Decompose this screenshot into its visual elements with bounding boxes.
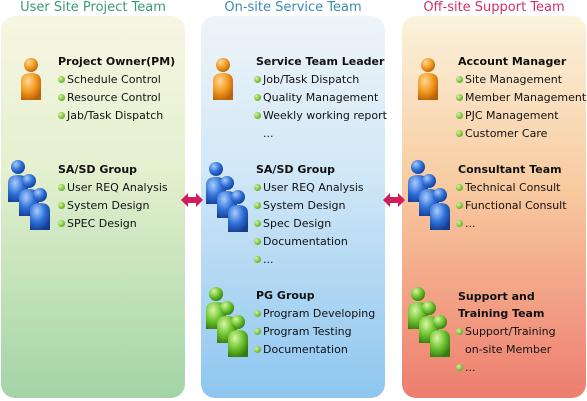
list-item: Job/Task Dispatch xyxy=(254,73,359,87)
bullet-icon xyxy=(254,346,261,353)
list-item: ... xyxy=(263,127,274,140)
bullet-icon xyxy=(58,184,65,191)
bullet-icon xyxy=(254,76,261,83)
list-item: Program Testing xyxy=(254,325,352,339)
list-item: Schedule Control xyxy=(58,73,161,87)
people-group-icon xyxy=(408,160,450,230)
bullet-icon xyxy=(254,238,261,245)
bullet-icon xyxy=(254,256,261,263)
people-group-icon xyxy=(206,287,248,357)
list-item: Quality Management xyxy=(254,91,378,105)
bullet-icon xyxy=(254,220,261,227)
double-arrow-icon xyxy=(181,193,203,207)
list-item: System Design xyxy=(254,199,346,213)
people-group-icon xyxy=(206,162,248,232)
bullet-icon xyxy=(58,76,65,83)
list-item: Functional Consult xyxy=(456,199,567,213)
list-item: Member Management xyxy=(456,91,586,105)
bullet-icon xyxy=(254,202,261,209)
list-item: Documentation xyxy=(254,343,348,357)
list-item: System Design xyxy=(58,199,150,213)
list-item: Documentation xyxy=(254,235,348,249)
list-item: Resource Control xyxy=(58,91,161,105)
bullet-icon xyxy=(58,112,65,119)
list-item: SPEC Design xyxy=(58,217,137,231)
list-item: PJC Management xyxy=(456,109,559,123)
bullet-icon xyxy=(456,184,463,191)
bullet-icon xyxy=(456,202,463,209)
group-title-account-manager: Account Manager xyxy=(458,55,567,68)
list-item: on-site Member xyxy=(465,343,552,356)
list-item: Technical Consult xyxy=(456,181,560,195)
group-title-consultant-team: Consultant Team xyxy=(458,163,562,176)
bullet-icon xyxy=(254,94,261,101)
group-title-pg-group: PG Group xyxy=(256,289,315,302)
column-title-onsite: On-site Service Team xyxy=(224,0,362,15)
bullet-icon xyxy=(456,130,463,137)
list-item: User REQ Analysis xyxy=(254,181,364,195)
column-title-user-site: User Site Project Team xyxy=(20,0,166,15)
person-icon xyxy=(21,58,41,100)
bullet-icon xyxy=(58,220,65,227)
bullet-icon xyxy=(456,364,463,371)
group-title-project-owner: Project Owner(PM) xyxy=(58,55,176,68)
list-item: ... xyxy=(456,217,476,231)
group-title-sa-sd: SA/SD Group xyxy=(58,163,138,176)
list-item: Weekly working report xyxy=(254,109,387,123)
list-item: Site Management xyxy=(456,73,562,87)
list-item: Program Developing xyxy=(254,307,375,321)
people-group-icon xyxy=(408,287,450,357)
bullet-icon xyxy=(58,202,65,209)
list-item: Spec Design xyxy=(254,217,331,231)
person-icon xyxy=(213,58,233,100)
group-title-support-training-line2: Training Team xyxy=(458,307,545,320)
person-icon xyxy=(418,58,438,100)
list-item: ... xyxy=(254,253,274,267)
list-item: ... xyxy=(456,361,476,375)
group-title-service-team-leader: Service Team Leader xyxy=(256,55,385,68)
list-item: Jab/Task Dispatch xyxy=(58,109,163,123)
group-title-support-training-line1: Support and xyxy=(458,290,535,303)
bullet-icon xyxy=(254,310,261,317)
double-arrow-icon xyxy=(383,193,405,207)
bullet-icon xyxy=(254,328,261,335)
bullet-icon xyxy=(456,94,463,101)
people-group-icon xyxy=(8,160,50,230)
bullet-icon xyxy=(254,184,261,191)
bullet-icon xyxy=(58,94,65,101)
list-item: Customer Care xyxy=(456,127,547,141)
bullet-icon xyxy=(456,220,463,227)
list-item: Support/Training xyxy=(456,325,556,339)
group-title-sa-sd: SA/SD Group xyxy=(256,163,336,176)
bullet-icon xyxy=(456,328,463,335)
column-title-offsite: Off-site Support Team xyxy=(423,0,565,15)
bullet-icon xyxy=(254,112,261,119)
bullet-icon xyxy=(456,76,463,83)
bullet-icon xyxy=(456,112,463,119)
list-item: User REQ Analysis xyxy=(58,181,168,195)
